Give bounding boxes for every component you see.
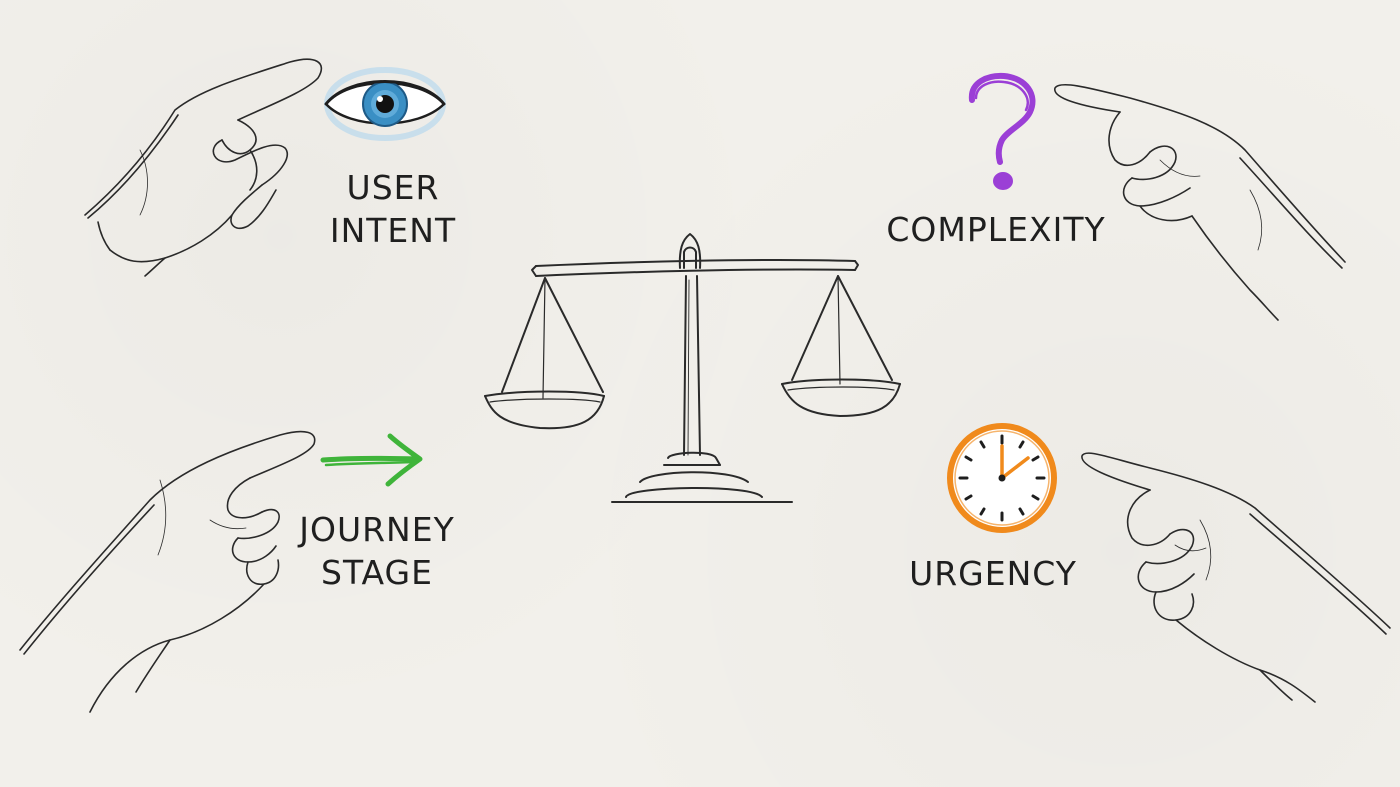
arrow-right-icon (320, 433, 423, 487)
complexity-line1: COMPLEXITY (886, 210, 1106, 249)
user-intent-label: USER INTENT (318, 166, 468, 252)
hand-bottom-right-icon (1081, 452, 1391, 703)
journey-stage-label: JOURNEY STAGE (292, 508, 462, 594)
balance-scale-icon (484, 233, 901, 503)
eye-icon (324, 67, 446, 141)
hand-top-left-icon (84, 58, 323, 277)
user-intent-line2: INTENT (329, 211, 457, 250)
question-mark-icon (968, 72, 1036, 190)
urgency-label: URGENCY (898, 552, 1088, 595)
hand-top-right-icon (1054, 83, 1346, 321)
complexity-label: COMPLEXITY (880, 208, 1112, 251)
hand-bottom-left-icon (19, 430, 316, 713)
urgency-line1: URGENCY (909, 554, 1077, 593)
journey-stage-line1: JOURNEY (299, 510, 455, 549)
clock-icon (947, 423, 1057, 533)
journey-stage-line2: STAGE (321, 553, 433, 592)
user-intent-line1: USER (346, 168, 440, 207)
